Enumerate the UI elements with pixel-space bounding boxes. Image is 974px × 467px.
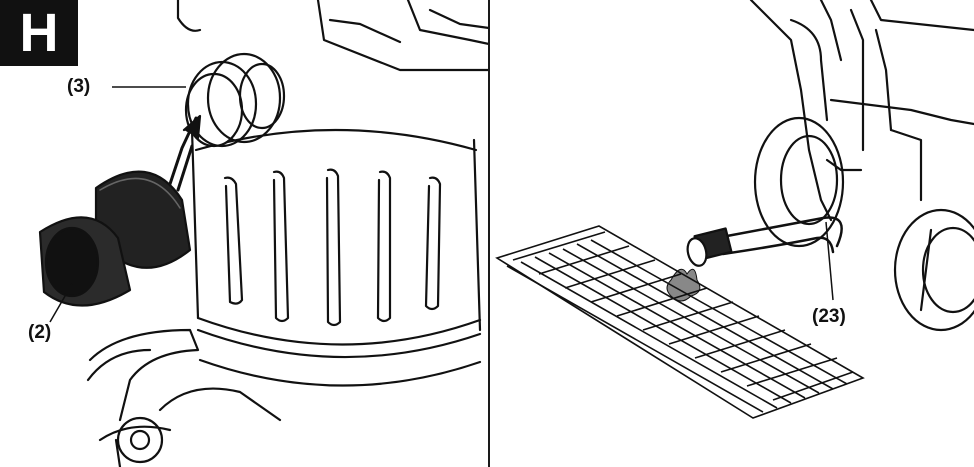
vacuum-nozzle-illustration bbox=[38, 0, 489, 467]
floor-drain-grate bbox=[495, 225, 865, 419]
left-illustration-panel: H (3) (2) bbox=[0, 0, 489, 467]
right-illustration-panel: (23) bbox=[491, 0, 974, 467]
drain-hose-illustration bbox=[495, 0, 974, 419]
callout-part-2: (2) bbox=[28, 322, 52, 343]
figure-letter-badge: H bbox=[0, 0, 78, 66]
callout-part-23: (23) bbox=[812, 306, 846, 327]
callout-part-3: (3) bbox=[67, 76, 91, 97]
panel-divider bbox=[488, 0, 490, 467]
